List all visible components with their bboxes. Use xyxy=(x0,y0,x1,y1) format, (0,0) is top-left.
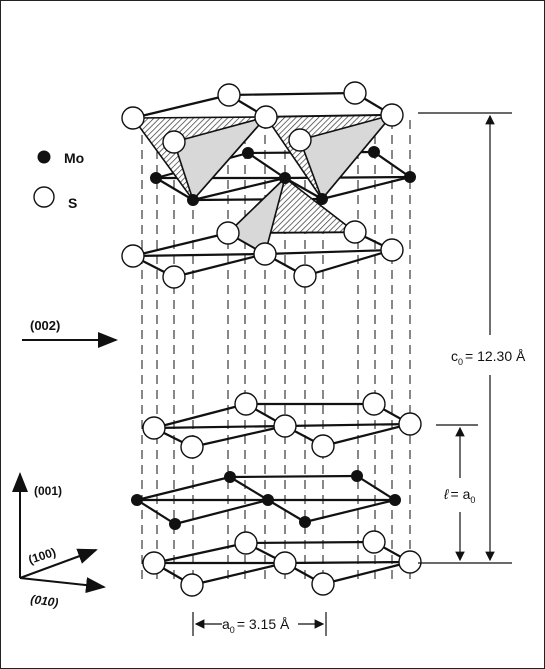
mo-atom xyxy=(242,147,254,159)
bond xyxy=(373,151,411,178)
bond xyxy=(132,252,266,258)
c0-dimension: c0= 12.30 Å xyxy=(418,112,526,564)
mo-atom xyxy=(351,470,363,482)
mo-atom xyxy=(262,494,274,506)
s-atom xyxy=(311,572,335,596)
bond xyxy=(247,152,286,179)
s-atom xyxy=(343,81,367,105)
s-atom xyxy=(234,392,258,416)
bond xyxy=(228,91,356,97)
mo-atom xyxy=(150,172,162,184)
mo-atom xyxy=(316,193,328,205)
layer-plane-indicator: (002) xyxy=(22,318,118,348)
bond xyxy=(264,248,393,256)
mo-atom xyxy=(187,194,199,206)
axes-triad: (001) (100) (010) xyxy=(11,472,106,610)
s-atom xyxy=(142,416,166,440)
prism-face xyxy=(226,175,287,256)
s-atom xyxy=(253,242,277,266)
s-atom xyxy=(234,531,258,555)
bond xyxy=(245,540,375,545)
s-atom xyxy=(162,130,186,154)
s-atom xyxy=(380,238,404,262)
s-atom xyxy=(398,550,422,574)
bond xyxy=(191,561,286,587)
axis-001-label: (001) xyxy=(34,484,62,498)
bond xyxy=(136,475,231,502)
bond xyxy=(191,424,286,449)
mo-atom xyxy=(279,172,291,184)
mo-legend-symbol xyxy=(37,150,51,164)
bond xyxy=(192,176,286,202)
s-atom xyxy=(180,573,204,597)
s-atom xyxy=(362,392,386,416)
c0-label: c0= 12.30 Å xyxy=(451,348,526,367)
axis-100-label: (100) xyxy=(27,545,58,567)
bond xyxy=(174,498,269,526)
axis-010-arrow xyxy=(19,577,106,594)
s-atom xyxy=(216,221,240,245)
bond xyxy=(267,499,306,523)
bond xyxy=(284,175,411,180)
mo-legend-label: Mo xyxy=(64,150,84,166)
a0-label: a0= 3.15 Å xyxy=(222,616,290,635)
bond xyxy=(153,541,247,565)
bond xyxy=(284,422,411,428)
prism-face xyxy=(298,113,395,201)
s-atom xyxy=(217,83,241,107)
bond xyxy=(304,248,393,278)
prism-face xyxy=(172,115,269,202)
bond xyxy=(322,422,411,448)
mo-atom xyxy=(169,518,181,530)
s-legend-symbol xyxy=(33,186,55,208)
bond xyxy=(229,474,358,479)
bond xyxy=(284,177,323,200)
bond xyxy=(304,498,396,524)
s-atom xyxy=(142,551,166,575)
bond xyxy=(322,560,411,586)
bond xyxy=(173,252,266,279)
mo-atom xyxy=(299,516,311,528)
s-atom xyxy=(398,412,422,436)
s-atom xyxy=(254,105,278,129)
mo-atom xyxy=(404,171,416,183)
axis-100-arrow xyxy=(19,548,98,579)
mo-atom xyxy=(389,494,401,506)
bond xyxy=(136,499,176,525)
bond xyxy=(229,476,269,501)
s-atom xyxy=(121,244,145,268)
plane-002-label: (002) xyxy=(30,318,60,333)
a0-dimension: a0= 3.15 Å xyxy=(192,612,327,636)
mo-atom xyxy=(368,146,380,158)
s-atom xyxy=(343,220,367,244)
bond xyxy=(153,402,247,430)
bond xyxy=(284,560,411,565)
legend: Mo S xyxy=(33,150,84,211)
bond xyxy=(155,177,194,201)
s-atom xyxy=(380,103,404,127)
s-atom xyxy=(273,414,297,438)
bond xyxy=(132,93,230,120)
bond xyxy=(153,424,286,430)
bond xyxy=(321,175,411,201)
s-atom xyxy=(288,128,312,152)
s-atom xyxy=(311,434,335,458)
s-atom xyxy=(293,264,317,288)
s-atom xyxy=(273,551,297,575)
bond xyxy=(356,475,396,501)
s-atom xyxy=(121,106,145,130)
s-atom xyxy=(362,530,386,554)
mo-atom xyxy=(224,471,236,483)
s-legend-label: S xyxy=(68,195,77,211)
mo-atom xyxy=(131,494,143,506)
s-atom xyxy=(180,435,204,459)
atoms xyxy=(121,81,422,597)
layer-dimension: ℓ= a0 xyxy=(436,424,478,562)
s-atom xyxy=(162,265,186,289)
axis-010-label: (010) xyxy=(30,592,60,610)
layer-thickness-label: ℓ= a0 xyxy=(443,486,475,505)
bond xyxy=(132,231,229,258)
